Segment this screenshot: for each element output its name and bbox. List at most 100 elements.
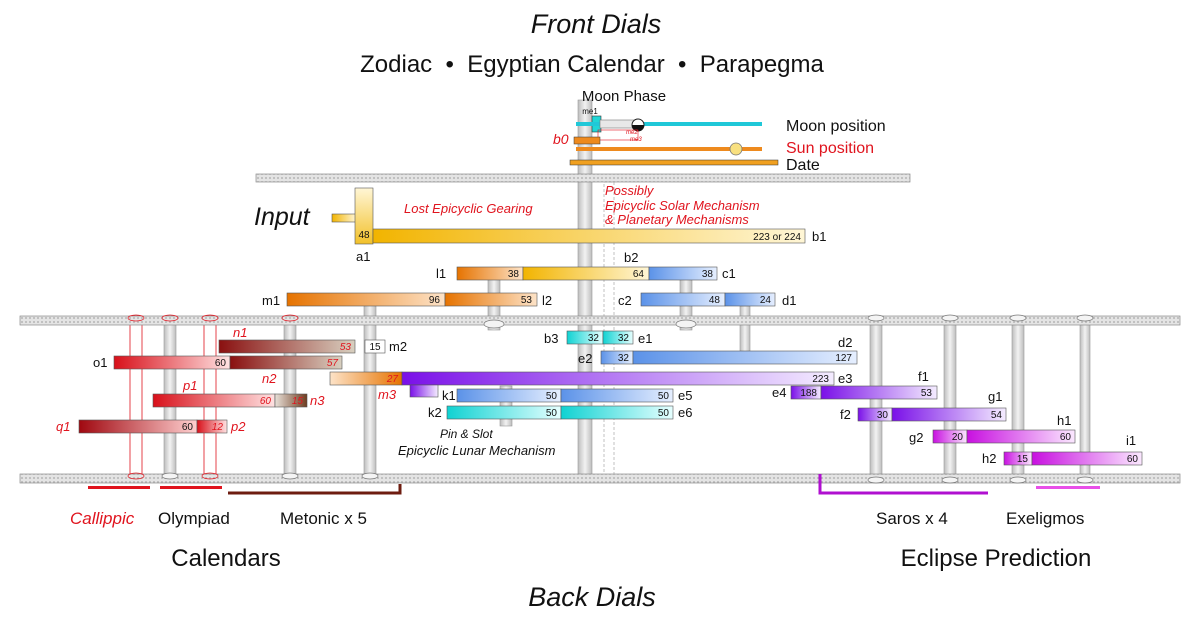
- gear-f1-label: f1: [918, 369, 929, 384]
- plates: [19, 173, 1181, 484]
- gear-h1-label: h1: [1057, 413, 1071, 428]
- gear-m1: [286, 292, 446, 307]
- gear-m2-label: m2: [389, 339, 407, 354]
- date-pointer: [569, 159, 779, 166]
- gear-q1: [78, 419, 198, 434]
- gear-p2: [196, 419, 228, 434]
- gear-n2-teeth: 57: [327, 358, 339, 369]
- gear-k2-label: k2: [428, 405, 442, 420]
- metonic-label: Metonic x 5: [280, 509, 367, 528]
- possibly-annotation-1: Possibly: [605, 183, 655, 198]
- gear-n1-label: n1: [233, 325, 247, 340]
- gear-e4-teeth: 188: [800, 388, 817, 399]
- gear-n3-label: n3: [310, 393, 325, 408]
- gear-d2-label: d2: [838, 335, 852, 350]
- gear-e1-teeth: 32: [618, 333, 630, 344]
- middle-plate: [19, 315, 1181, 326]
- pin-slot-annotation-1: Pin & Slot: [440, 427, 493, 441]
- input-shaft: [331, 213, 357, 223]
- front-dials-title: Front Dials: [531, 9, 662, 39]
- olympiad-label: Olympiad: [158, 509, 230, 528]
- gear-f1: [820, 385, 938, 400]
- b0-gear: [573, 136, 601, 145]
- gear-e3-label: e3: [838, 371, 852, 386]
- gear-e5-teeth: 50: [658, 391, 670, 402]
- gear-h2-label: h2: [982, 451, 996, 466]
- back-plate: [19, 473, 1181, 484]
- lost-epicyclic-annotation: Lost Epicyclic Gearing: [404, 201, 533, 216]
- gear-e6: [560, 405, 674, 420]
- gear-a1: [354, 187, 374, 245]
- axles: [129, 99, 1091, 483]
- gear-c2-label: c2: [618, 293, 632, 308]
- gear-d1-label: d1: [782, 293, 796, 308]
- axle-q: [129, 315, 143, 483]
- sun-position-label: Sun position: [786, 140, 874, 157]
- gear-b2-label: b2: [624, 250, 638, 265]
- gear-b3-teeth: 32: [588, 333, 600, 344]
- gear-g2-label: g2: [909, 430, 923, 445]
- gear-m1-label: m1: [262, 293, 280, 308]
- gear-h1: [966, 429, 1076, 444]
- gear-e2-label: e2: [578, 351, 592, 366]
- gear-n3: [274, 393, 308, 408]
- gear-c1-teeth: 38: [702, 269, 714, 280]
- me-gear-train: [599, 119, 637, 129]
- gear-g1: [891, 407, 1007, 422]
- gear-d1-teeth: 24: [760, 295, 772, 306]
- input-label: Input: [254, 203, 311, 231]
- gear-b2-teeth: 64: [633, 269, 645, 280]
- gear-k1-label: k1: [442, 388, 456, 403]
- gear-m1-teeth: 96: [429, 295, 441, 306]
- gear-a1-label: a1: [356, 249, 370, 264]
- gear-l2: [444, 292, 538, 307]
- gear-o1-teeth: 60: [215, 358, 227, 369]
- saros-label: Saros x 4: [876, 509, 948, 528]
- moon-phase-label: Moon Phase: [582, 88, 666, 105]
- axle-g: [943, 315, 957, 483]
- gear-k1-teeth: 50: [546, 391, 558, 402]
- sun-position-pointer: [576, 147, 762, 151]
- gear-a1-teeth: 48: [358, 230, 370, 241]
- saros-dial-bar: [818, 474, 988, 495]
- b0-label: b0: [553, 131, 569, 147]
- gear-e4-label: e4: [772, 385, 786, 400]
- gear-m2: [364, 339, 386, 354]
- gear-m3-teeth: 27: [386, 374, 399, 385]
- gear-q1-label: q1: [56, 419, 70, 434]
- gear-e1: [602, 330, 634, 345]
- gear-l2-teeth: 53: [521, 295, 533, 306]
- date-label: Date: [786, 157, 820, 174]
- gear-e3: [401, 371, 835, 386]
- gear-i1-label: i1: [1126, 433, 1136, 448]
- possibly-annotation-3: & Planetary Mechanisms: [605, 212, 749, 227]
- gear-b2: [522, 266, 650, 281]
- gear-c2-teeth: 48: [709, 295, 721, 306]
- gear-c1-label: c1: [722, 266, 736, 281]
- front-dials-subtitle: Zodiac • Egyptian Calendar • Parapegma: [360, 51, 824, 78]
- metonic-dial-bar: [228, 484, 402, 495]
- gear-f1-teeth: 53: [921, 388, 933, 399]
- gear-k2: [446, 405, 562, 420]
- gear-d2: [632, 350, 858, 365]
- gear-p1-teeth: 60: [260, 396, 272, 407]
- gear-c1: [648, 266, 718, 281]
- gear-b1-teeth: 223 or 224: [753, 232, 801, 243]
- gear-g1-teeth: 54: [991, 410, 1003, 421]
- moon-position-label: Moon position: [786, 118, 886, 135]
- gear-p2-label: p2: [230, 419, 246, 434]
- callippic-label: Callippic: [70, 509, 135, 528]
- gear-i1: [1031, 451, 1143, 466]
- gear-g1-label: g1: [988, 389, 1002, 404]
- gear-b1-label: b1: [812, 229, 826, 244]
- gear-e5-label: e5: [678, 388, 692, 403]
- gear-e3-teeth: 223: [812, 374, 829, 385]
- axle-m: [363, 299, 377, 481]
- moon-position-pointer: [576, 122, 762, 126]
- gear-m3-label: m3: [378, 387, 397, 402]
- front-plate: [255, 173, 911, 183]
- gear-l1-teeth: 38: [508, 269, 520, 280]
- exeligmos-dial-bar: [1036, 486, 1100, 489]
- e3-hub: [409, 384, 439, 398]
